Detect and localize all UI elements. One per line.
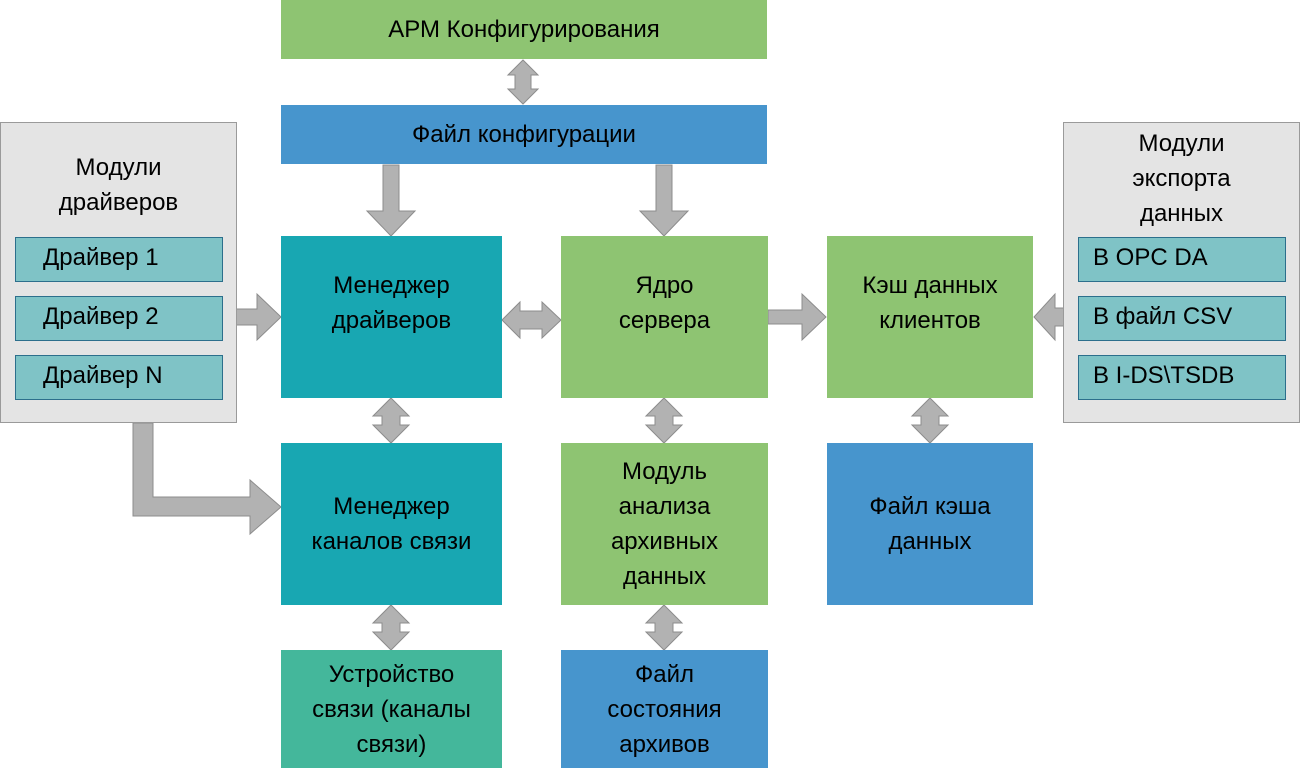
comm-device-block[interactable]: Устройство связи (каналы связи) [281,650,502,768]
cache-file-label: Файл кэша данных [869,493,991,555]
export-modules-title: Модули экспорта данных [1132,130,1231,227]
cache-file-block[interactable]: Файл кэша данных [827,443,1033,605]
server-core-block[interactable]: Ядро сервера [561,236,768,398]
client-cache-block[interactable]: Кэш данных клиентов [827,236,1033,398]
arrow-drivers-to-channel-manager [132,422,282,536]
arrow-config-to-server-core [638,164,690,237]
driver-item[interactable]: Драйвер 1 [15,237,223,282]
driver-item-label: Драйвер 1 [43,244,159,271]
driver-manager-label: Менеджер драйверов [331,272,452,334]
arrow-config-to-driver-manager [365,164,417,237]
server-core-label: Ядро сервера [618,272,711,334]
arrow-server-core-to-cache [767,292,827,342]
export-item-label: В OPC DA [1093,244,1208,271]
archive-analysis-label: Модуль анализа архивных данных [610,458,719,590]
channel-manager-block[interactable]: Менеджер каналов связи [281,443,502,605]
driver-modules-title: Модули драйверов [58,154,179,216]
arrow-channel-manager-comm-device [371,604,411,651]
export-item[interactable]: В OPC DA [1078,237,1286,282]
arm-config-block[interactable]: АРМ Конфигурирования [281,0,767,59]
client-cache-label: Кэш данных клиентов [862,272,998,334]
driver-modules-panel: Модули драйверов Драйвер 1 Драйвер 2 Дра… [0,122,237,423]
export-item[interactable]: В файл CSV [1078,296,1286,341]
arrow-server-core-archive-analysis [644,397,684,444]
arm-config-label: АРМ Конфигурирования [388,16,660,43]
arrow-driver-manager-channel-manager [371,397,411,444]
export-modules-panel: Модули экспорта данных В OPC DA В файл C… [1063,122,1300,423]
driver-item-label: Драйвер N [43,362,163,389]
arrow-arm-config-file [506,59,540,105]
driver-manager-block[interactable]: Менеджер драйверов [281,236,502,398]
driver-item[interactable]: Драйвер N [15,355,223,400]
arrow-driver-manager-server-core [501,300,562,340]
archive-state-file-block[interactable]: Файл состояния архивов [561,650,768,768]
arrow-archive-analysis-state-file [644,604,684,651]
channel-manager-label: Менеджер каналов связи [311,493,472,555]
export-item-label: В I-DS\TSDB [1093,362,1235,389]
export-item-label: В файл CSV [1093,303,1233,330]
archive-state-file-label: Файл состояния архивов [607,660,722,758]
comm-device-label: Устройство связи (каналы связи) [312,660,471,758]
arrow-cache-cache-file [910,397,950,444]
driver-item-label: Драйвер 2 [43,303,159,330]
config-file-block[interactable]: Файл конфигурации [281,105,767,164]
driver-item[interactable]: Драйвер 2 [15,296,223,341]
archive-analysis-block[interactable]: Модуль анализа архивных данных [561,443,768,605]
export-item[interactable]: В I-DS\TSDB [1078,355,1286,400]
config-file-label: Файл конфигурации [412,121,636,148]
